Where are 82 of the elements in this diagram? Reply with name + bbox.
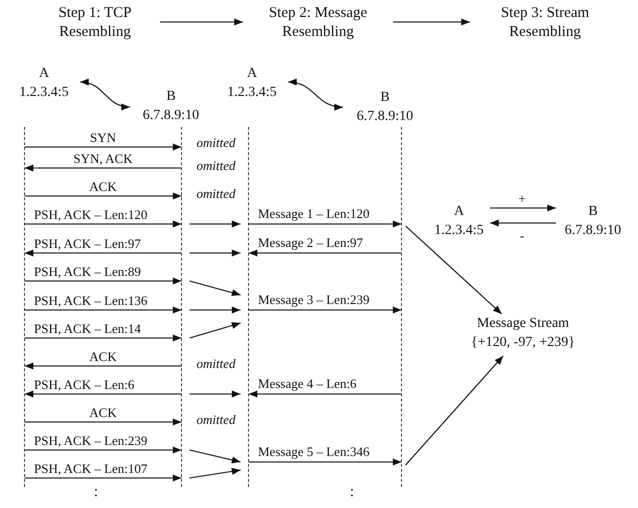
edge-label: PSH, ACK – Len:6 — [34, 377, 134, 392]
arrow — [24, 334, 182, 342]
arrow — [24, 390, 182, 398]
host-address: 1.2.3.4:5 — [227, 84, 277, 102]
edge-label: SYN — [90, 130, 116, 145]
edge-label: SYN, ACK — [73, 151, 133, 166]
edge-label: PSH, ACK – Len:239 — [34, 433, 148, 448]
edge-label: ACK — [89, 405, 117, 420]
step-title: Step 1: TCP Resembling — [57, 4, 133, 42]
edge-label: Message 1 – Len:120 — [258, 206, 370, 221]
arrow — [490, 220, 556, 226]
edge-label: - — [520, 228, 524, 243]
host-name: B — [166, 88, 176, 106]
arrow — [190, 390, 241, 398]
step-title: Step 3: Stream Resembling — [500, 4, 590, 42]
arrow — [189, 449, 241, 464]
lifeline — [24, 127, 25, 487]
arrow — [24, 446, 182, 454]
stream-values: {+120, -97, +239} — [471, 334, 575, 352]
arrow — [190, 306, 241, 314]
arrow — [24, 144, 182, 150]
edge-label: Message 2 – Len:97 — [258, 235, 364, 250]
edge-label: ACK — [89, 349, 117, 364]
arrow — [80, 79, 130, 110]
arrow — [24, 306, 182, 314]
arrow — [190, 250, 241, 256]
stream-title: Message Stream — [476, 315, 570, 333]
continuation-dots: : — [350, 485, 354, 500]
host-name: A — [454, 203, 464, 221]
arrow — [24, 220, 182, 228]
arrow — [490, 204, 556, 212]
continuation-dots: : — [94, 485, 98, 500]
arrow — [24, 278, 182, 284]
host-address: 6.7.8.9:10 — [356, 108, 414, 126]
host-address: 6.7.8.9:10 — [142, 107, 200, 125]
arrow — [248, 306, 402, 314]
arrow — [24, 418, 182, 426]
edge-label: Message 3 – Len:239 — [258, 292, 370, 307]
edge-label: PSH, ACK – Len:136 — [34, 293, 148, 308]
arrow — [24, 474, 182, 482]
host-name: B — [588, 203, 598, 221]
arrow — [24, 250, 182, 256]
arrow — [248, 458, 402, 466]
arrow — [393, 18, 470, 26]
arrow — [248, 220, 402, 228]
edge-label: PSH, ACK – Len:120 — [34, 207, 148, 222]
arrow — [405, 356, 504, 466]
omission-note: omitted — [196, 356, 236, 371]
edge-label: Message 5 – Len:346 — [258, 444, 370, 459]
arrow — [190, 220, 241, 228]
arrow — [24, 362, 182, 370]
arrow — [248, 250, 402, 256]
edge-label: PSH, ACK – Len:89 — [34, 264, 141, 279]
host-name: A — [246, 65, 258, 83]
arrow — [24, 192, 182, 200]
arrow — [248, 390, 402, 398]
lifeline — [401, 127, 402, 487]
edge-label: PSH, ACK – Len:97 — [34, 236, 141, 251]
lifeline — [248, 127, 249, 487]
host-name: A — [38, 65, 50, 83]
host-name: B — [380, 89, 390, 107]
arrow — [288, 79, 344, 110]
arrow — [190, 468, 241, 479]
omission-note: omitted — [196, 158, 236, 173]
arrow — [405, 226, 502, 314]
omission-note: omitted — [196, 186, 236, 201]
edge-label: ACK — [89, 179, 117, 194]
arrow — [189, 280, 241, 296]
omission-note: omitted — [196, 135, 236, 150]
edge-label: PSH, ACK – Len:107 — [34, 461, 148, 476]
arrow — [160, 18, 243, 26]
host-address: 6.7.8.9:10 — [564, 222, 622, 240]
step-title: Step 2: Message Resembling — [268, 4, 368, 42]
edge-label: Message 4 – Len:6 — [258, 376, 357, 391]
arrow — [189, 322, 241, 339]
arrow — [24, 164, 182, 172]
omission-note: omitted — [196, 412, 236, 427]
lifeline — [181, 127, 182, 487]
edge-label: + — [518, 191, 526, 206]
edge-label: PSH, ACK – Len:14 — [34, 321, 141, 336]
host-address: 1.2.3.4:5 — [434, 222, 484, 240]
host-address: 1.2.3.4:5 — [19, 84, 69, 102]
